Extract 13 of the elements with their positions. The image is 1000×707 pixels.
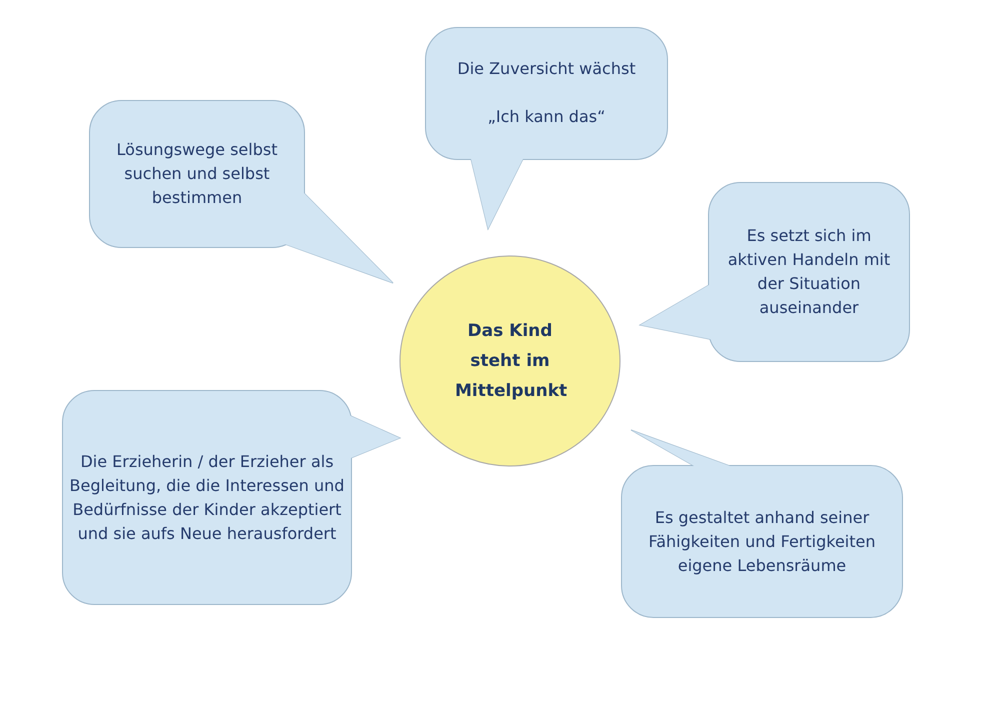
bubble-text: Es gestaltet anhand seiner Fähigkeiten und Fertigkeiten eigene Lebensräume [648,506,876,576]
bubble-text: Die Erzieherin / der Erzieher als Begleitung, die die Interessen und Bedürfnisse der Kinder akzeptiert und sie aufs Neue herausfordert [68,450,346,544]
bubble-text: Es setzt sich im aktiven Handeln mit der Situation auseinander [726,225,892,319]
speech-bubble [425,27,669,231]
bubble-text: „Ich kann das“ [488,106,606,128]
speech-bubble [638,182,911,363]
bubble-text: Lösungswege selbst suchen und selbst bestimmen [116,139,278,209]
speech-bubble [621,428,904,619]
speech-bubble [62,390,402,606]
center-text: Das Kind steht im Mittelpunkt [455,320,565,403]
speech-bubble [89,100,395,285]
bubble-text: Die Zuversicht wächst [457,58,636,80]
center-circle [399,255,621,467]
